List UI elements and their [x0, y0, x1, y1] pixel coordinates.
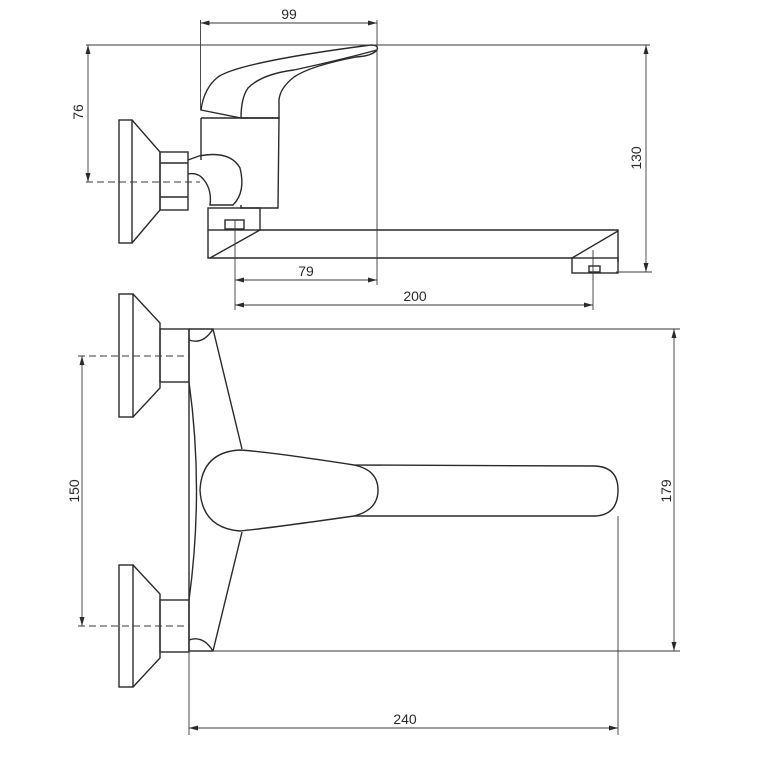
hex-nut-upper [159, 328, 190, 383]
dimension-label: 200 [403, 288, 427, 304]
dimension-76: 76 [70, 45, 91, 182]
dimension-label: 99 [281, 6, 297, 22]
top-view: 150 179 240 [66, 293, 680, 735]
dimension-130: 130 [628, 45, 649, 272]
dimension-79: 79 [235, 263, 377, 283]
spout [207, 229, 619, 262]
aerator-outlet [571, 257, 619, 274]
dimension-label: 240 [393, 711, 417, 727]
elbow-connector [187, 153, 243, 206]
dimension-150: 150 [66, 356, 85, 626]
dimension-label: 179 [658, 479, 674, 503]
hex-nut-lower [159, 599, 190, 653]
wall-flange-upper [118, 293, 161, 418]
dimension-200: 200 [235, 288, 593, 308]
dimension-label: 79 [298, 263, 314, 279]
side-view: 99 76 130 79 200 [70, 6, 652, 310]
lever-handle [200, 44, 379, 119]
dimension-99: 99 [200, 6, 377, 26]
wall-flange [118, 119, 161, 244]
body-base [207, 207, 261, 231]
dimension-240: 240 [189, 711, 618, 731]
hex-nut [159, 151, 189, 211]
lever-handle-top [199, 449, 619, 532]
dimension-label: 150 [66, 479, 82, 503]
dimension-label: 76 [70, 104, 86, 120]
dimension-label: 130 [628, 146, 644, 170]
dimension-179: 179 [658, 329, 677, 651]
